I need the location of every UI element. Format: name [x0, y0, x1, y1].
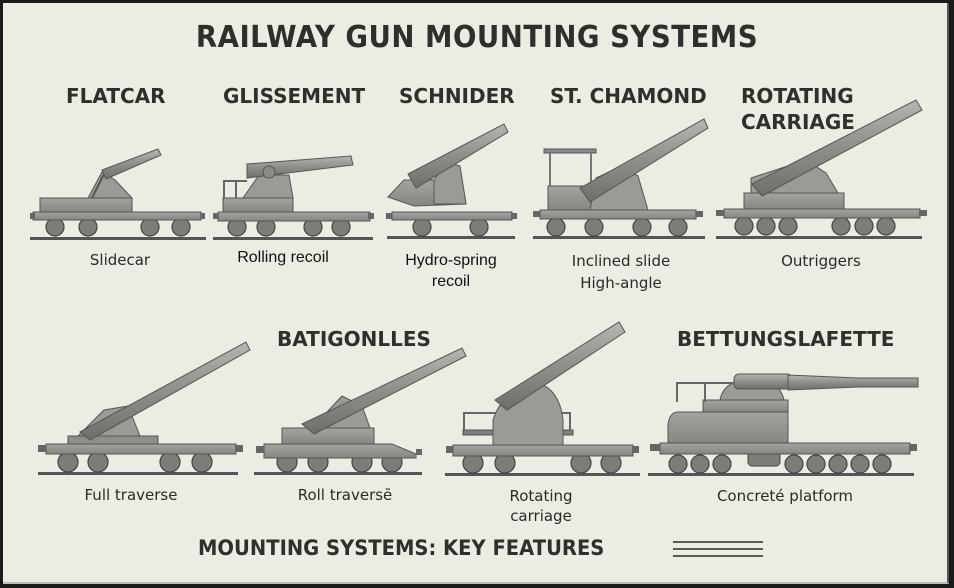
- full-traverse-gun-illustration: [38, 341, 251, 475]
- caption-glissement: Rolling recoil: [237, 249, 329, 266]
- gun-barrel: [301, 347, 467, 435]
- caption-full-traverse: Full traverse: [84, 486, 178, 504]
- footer-rule-2: [673, 548, 763, 550]
- label-batignolles: BATIGONLLES: [277, 327, 431, 351]
- glissement-gun-illustration: [213, 155, 374, 240]
- caption-rotating-carriage-2-line2: carriage: [510, 507, 572, 525]
- caption-rotating-carriage-2-line1: Rotating: [509, 487, 573, 505]
- caption-schnider-line1: Hydro-spring: [405, 252, 497, 269]
- caption-st-chamond-line2: High-angle: [580, 274, 662, 292]
- gun-barrel: [494, 321, 626, 411]
- gun-breech: [733, 373, 793, 390]
- caption-st-chamond-line1: Inclined slide: [571, 252, 671, 270]
- rotating-carriage-gun-2-illustration: [445, 321, 640, 476]
- caption-schnider-line2: recoil: [431, 273, 471, 290]
- poster-frame: [3, 3, 949, 584]
- car-deck: [32, 211, 202, 221]
- car-deck: [452, 444, 634, 457]
- footer-rule-1: [673, 541, 763, 543]
- label-schnider: SCHNIDER: [399, 84, 515, 108]
- page-title: RAILWAY GUN MOUNTING SYSTEMS: [195, 20, 759, 55]
- footer-rule-3: [673, 555, 763, 557]
- label-bettungslafette: BETTUNGSLAFETTE: [677, 327, 895, 351]
- gun-barrel: [751, 99, 923, 197]
- car-deck: [723, 208, 921, 219]
- wheel-group: [45, 217, 191, 237]
- bettungslafette-gun-illustration: [648, 373, 919, 476]
- car-deck: [263, 443, 417, 459]
- gun-barrel: [787, 374, 919, 391]
- caption-bettungslafette: Concreté platform: [716, 487, 854, 505]
- st-chamond-gun-illustration: [533, 118, 709, 239]
- car-deck: [45, 443, 237, 455]
- gun-barrel: [79, 341, 251, 441]
- gun-barrel: [407, 123, 509, 189]
- label-flatcar: FLATCAR: [66, 84, 166, 108]
- rotating-carriage-gun-illustration: [716, 99, 927, 239]
- label-rotating-carriage-line1: ROTATING: [741, 84, 854, 108]
- gun-barrel: [101, 148, 162, 180]
- car-deck: [217, 211, 371, 222]
- gun-barrel: [579, 118, 709, 203]
- gun-mount: [87, 171, 134, 199]
- caption-rotating-carriage: Outriggers: [781, 252, 861, 270]
- rail: [30, 237, 206, 240]
- caption-flatcar: Slidecar: [89, 251, 151, 269]
- label-glissement: GLISSEMENT: [223, 84, 366, 108]
- footer-title: MOUNTING SYSTEMS: KEY FEATURES: [198, 536, 605, 560]
- car-bed: [39, 197, 133, 213]
- batignolles-gun-illustration: [254, 347, 467, 475]
- gun-mount: [242, 174, 294, 199]
- label-st-chamond: ST. CHAMOND: [550, 84, 707, 108]
- schnider-gun-illustration: [386, 123, 517, 239]
- label-rotating-carriage-line2: CARRIAGE: [741, 110, 855, 134]
- car-deck: [659, 442, 911, 455]
- car-deck: [539, 209, 697, 220]
- flatcar-gun-illustration: [30, 148, 206, 240]
- gun-barrel: [246, 155, 354, 179]
- car-deck: [391, 211, 513, 221]
- caption-batignolles: Roll traversē: [297, 486, 393, 504]
